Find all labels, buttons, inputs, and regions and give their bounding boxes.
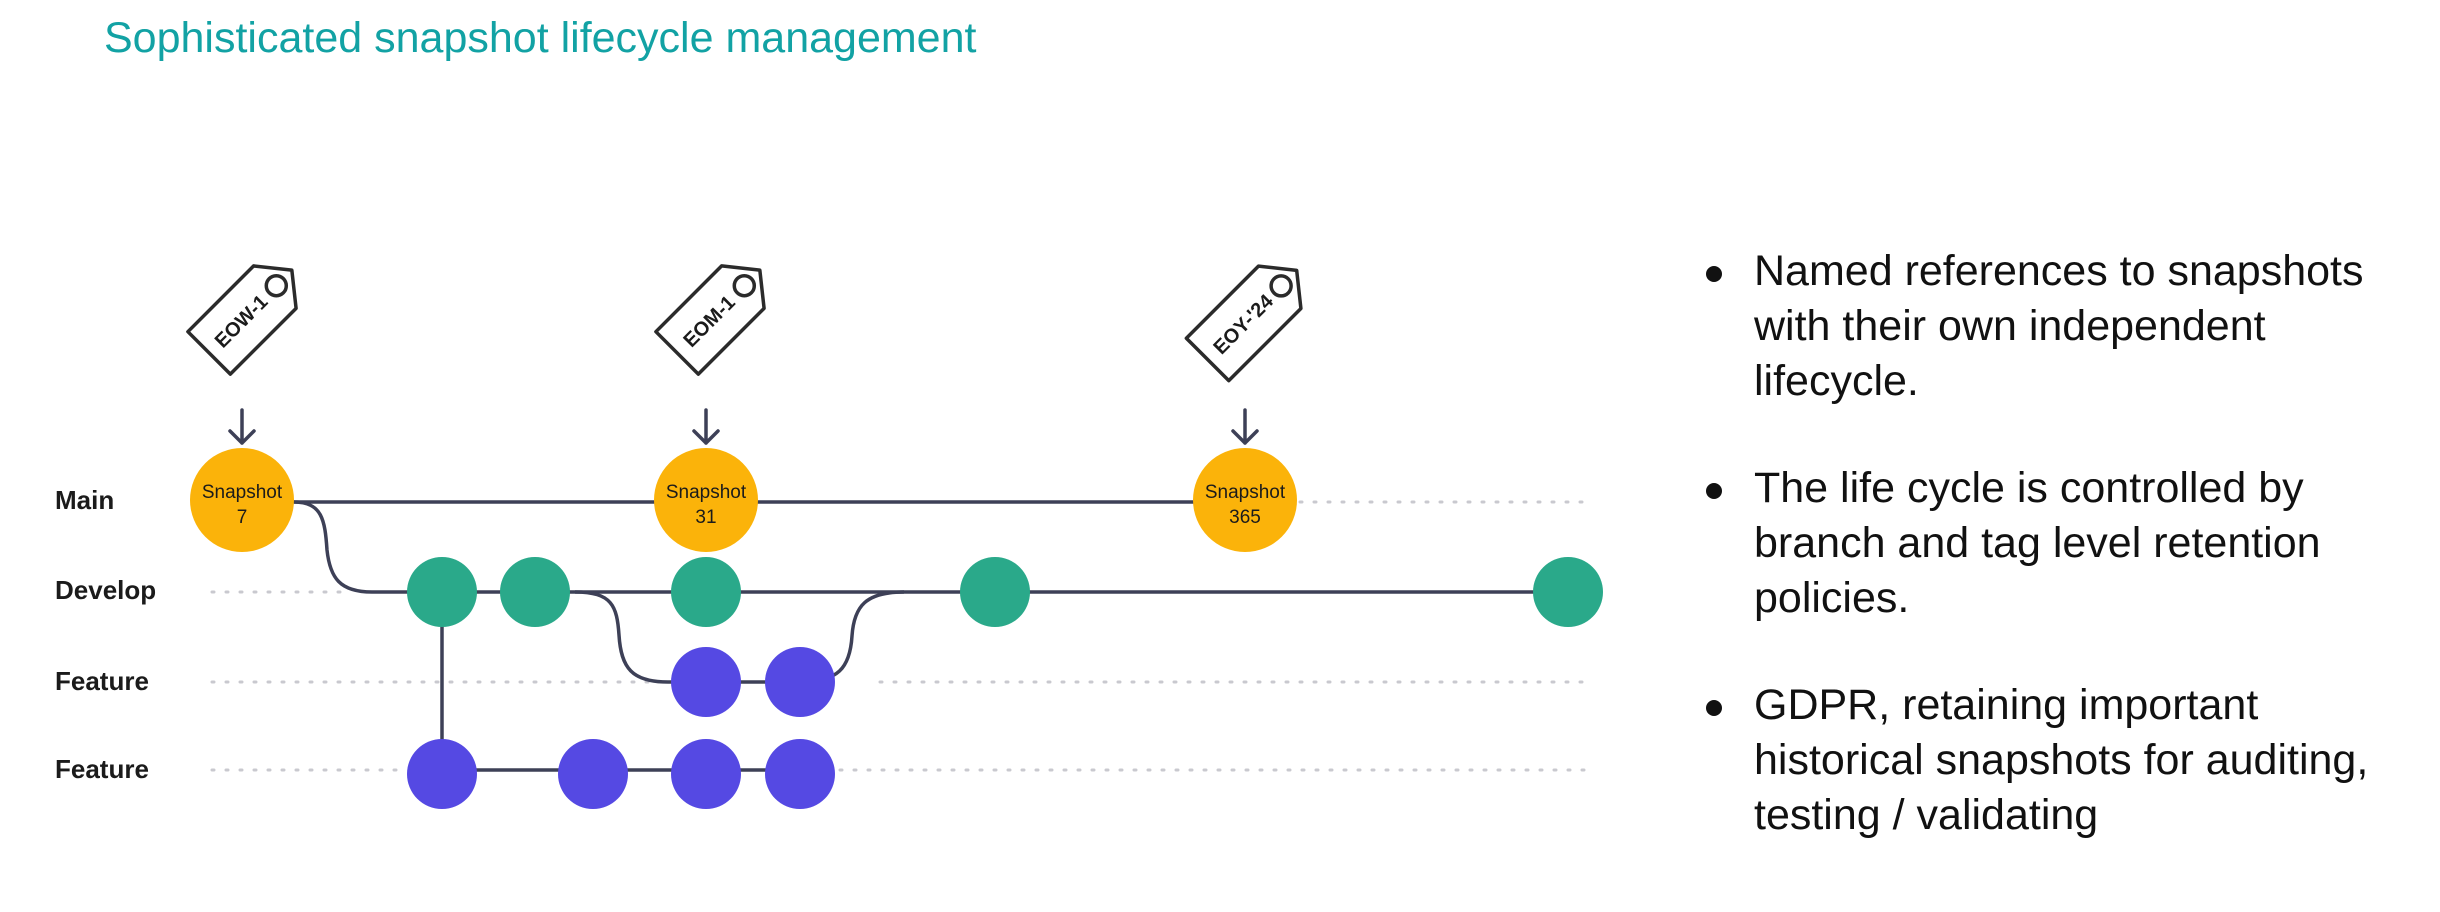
snapshot-number: 7: [237, 507, 248, 528]
develop-commit: [1533, 557, 1603, 627]
arrow-down-icon: [228, 408, 256, 445]
bullet-text: Named references to snapshots with their…: [1754, 247, 2364, 405]
lane-label-develop: Develop: [55, 575, 156, 605]
bullet-text: GDPR, retaining important historical sna…: [1754, 681, 2369, 839]
bullet-item: GDPR, retaining important historical sna…: [1700, 678, 2430, 843]
tag-icon: EOW-1: [186, 264, 298, 376]
snapshot-node: Snapshot 31: [654, 448, 758, 552]
bullet-item: The life cycle is controlled by branch a…: [1700, 461, 2430, 626]
feature-commit: [671, 647, 741, 717]
develop-commit: [671, 557, 741, 627]
branch-diagram: EOW-1 EOM-1 EOY-'24 Snapshot 7 Snapshot …: [55, 264, 1603, 809]
bullet-dot-icon: [1706, 266, 1722, 282]
snapshot-label: Snapshot: [1205, 482, 1286, 503]
feature-commit: [765, 739, 835, 809]
lane-label-main: Main: [55, 485, 114, 515]
bullet-text: The life cycle is controlled by branch a…: [1754, 464, 2321, 622]
tag-icon: EOY-'24: [1184, 264, 1303, 383]
snapshot-label: Snapshot: [202, 482, 283, 503]
feature-commit: [765, 647, 835, 717]
bullet-dot-icon: [1706, 700, 1722, 716]
feature-commit: [671, 739, 741, 809]
develop-commit: [960, 557, 1030, 627]
develop-branch-curve: [293, 500, 1570, 594]
page-title: Sophisticated snapshot lifecycle managem…: [104, 14, 977, 62]
lane-label-feature: Feature: [55, 754, 149, 784]
feature-branch-1-line: [574, 590, 905, 684]
snapshot-node: Snapshot 365: [1193, 448, 1297, 552]
lane-label-feature: Feature: [55, 666, 149, 696]
snapshot-node: Snapshot 7: [190, 448, 294, 552]
bullet-dot-icon: [1706, 483, 1722, 499]
develop-commit: [500, 557, 570, 627]
bullet-item: Named references to snapshots with their…: [1700, 244, 2430, 409]
develop-commit: [407, 557, 477, 627]
feature-commit: [558, 739, 628, 809]
arrow-down-icon: [1231, 408, 1259, 445]
arrow-down-icon: [692, 408, 720, 445]
snapshot-number: 365: [1229, 507, 1261, 528]
snapshot-number: 31: [695, 507, 716, 528]
bullet-list: Named references to snapshots with their…: [1700, 244, 2430, 895]
snapshot-label: Snapshot: [666, 482, 747, 503]
tag-icon: EOM-1: [654, 264, 766, 376]
feature-commit: [407, 739, 477, 809]
